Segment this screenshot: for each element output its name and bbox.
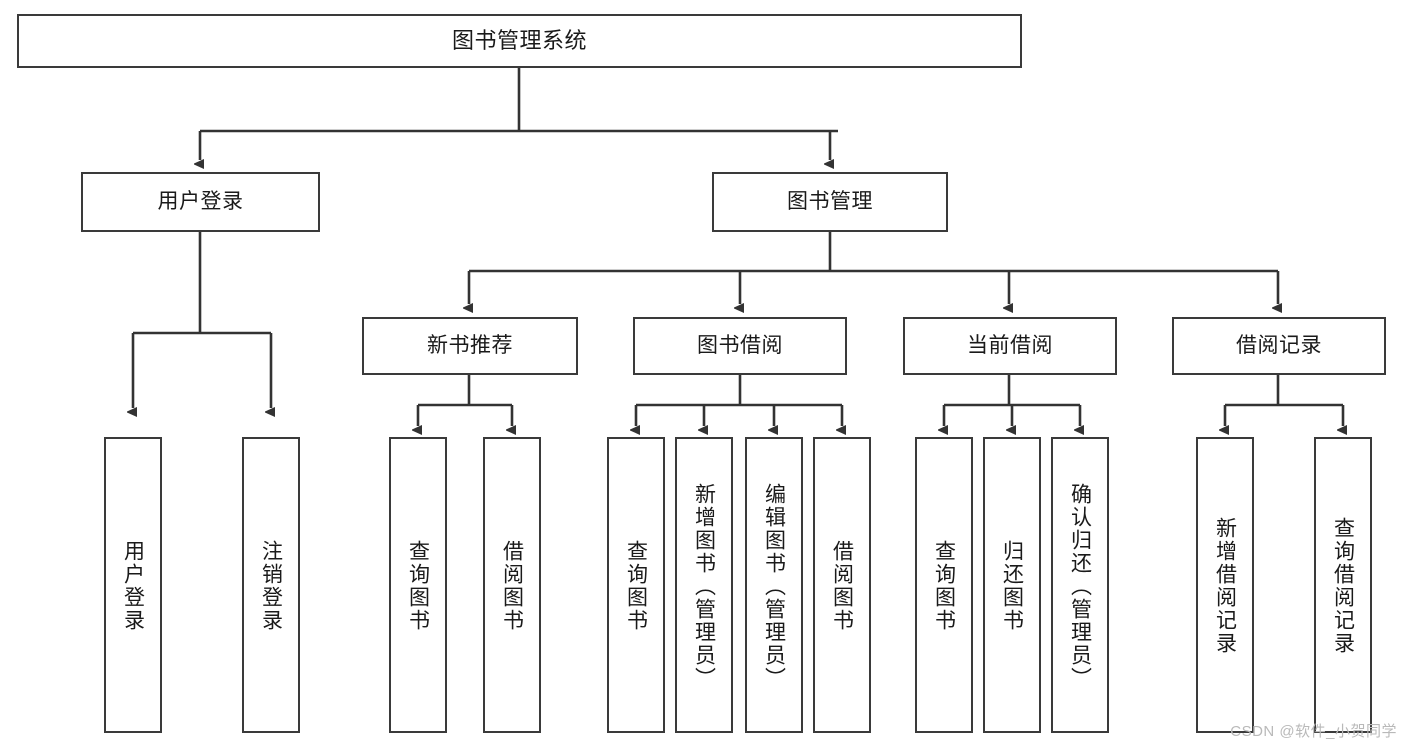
node-current-borrow-label: 当前借阅 <box>967 333 1053 357</box>
leaf-query-book-1[interactable]: 查询图书 <box>389 437 447 733</box>
csdn-watermark: CSDN @软件_小贺同学 <box>1230 723 1397 740</box>
node-new-book-rec-label: 新书推荐 <box>427 333 513 357</box>
leaf-logout-login[interactable]: 注销登录 <box>242 437 300 733</box>
node-user-login[interactable]: 用户登录 <box>81 172 320 232</box>
leaf-add-book-label: 新增图书（管理员） <box>692 482 716 690</box>
leaf-edit-book[interactable]: 编辑图书（管理员） <box>745 437 803 733</box>
node-new-book-rec[interactable]: 新书推荐 <box>362 317 578 375</box>
node-book-manage[interactable]: 图书管理 <box>712 172 948 232</box>
leaf-add-book[interactable]: 新增图书（管理员） <box>675 437 733 733</box>
leaf-query-book-2[interactable]: 查询图书 <box>607 437 665 733</box>
node-root[interactable]: 图书管理系统 <box>17 14 1022 68</box>
node-borrow-record[interactable]: 借阅记录 <box>1172 317 1386 375</box>
leaf-borrow-book-1[interactable]: 借阅图书 <box>483 437 541 733</box>
node-user-login-label: 用户登录 <box>157 189 244 213</box>
leaf-add-record[interactable]: 新增借阅记录 <box>1196 437 1254 733</box>
leaf-confirm-return[interactable]: 确认归还（管理员） <box>1051 437 1109 733</box>
leaf-borrow-book-2-label: 借阅图书 <box>830 540 854 632</box>
node-book-manage-label: 图书管理 <box>787 189 873 213</box>
node-borrow-record-label: 借阅记录 <box>1236 333 1322 357</box>
leaf-confirm-return-label: 确认归还（管理员） <box>1068 482 1092 690</box>
node-book-borrow[interactable]: 图书借阅 <box>633 317 847 375</box>
leaf-query-book-3[interactable]: 查询图书 <box>915 437 973 733</box>
leaf-edit-book-label: 编辑图书（管理员） <box>762 482 786 690</box>
leaf-query-record-label: 查询借阅记录 <box>1331 517 1355 655</box>
node-current-borrow[interactable]: 当前借阅 <box>903 317 1117 375</box>
leaf-query-book-2-label: 查询图书 <box>624 540 648 632</box>
leaf-borrow-book-2[interactable]: 借阅图书 <box>813 437 871 733</box>
leaf-query-record[interactable]: 查询借阅记录 <box>1314 437 1372 733</box>
node-root-label: 图书管理系统 <box>451 28 587 54</box>
leaf-user-login-label: 用户登录 <box>121 540 145 632</box>
leaf-borrow-book-1-label: 借阅图书 <box>500 540 524 632</box>
leaf-logout-login-label: 注销登录 <box>259 540 283 632</box>
leaf-query-book-3-label: 查询图书 <box>932 540 956 632</box>
leaf-add-record-label: 新增借阅记录 <box>1213 517 1237 655</box>
node-book-borrow-label: 图书借阅 <box>697 333 783 357</box>
leaf-user-login[interactable]: 用户登录 <box>104 437 162 733</box>
leaf-return-book[interactable]: 归还图书 <box>983 437 1041 733</box>
leaf-query-book-1-label: 查询图书 <box>406 540 430 632</box>
leaf-return-book-label: 归还图书 <box>1000 540 1024 632</box>
